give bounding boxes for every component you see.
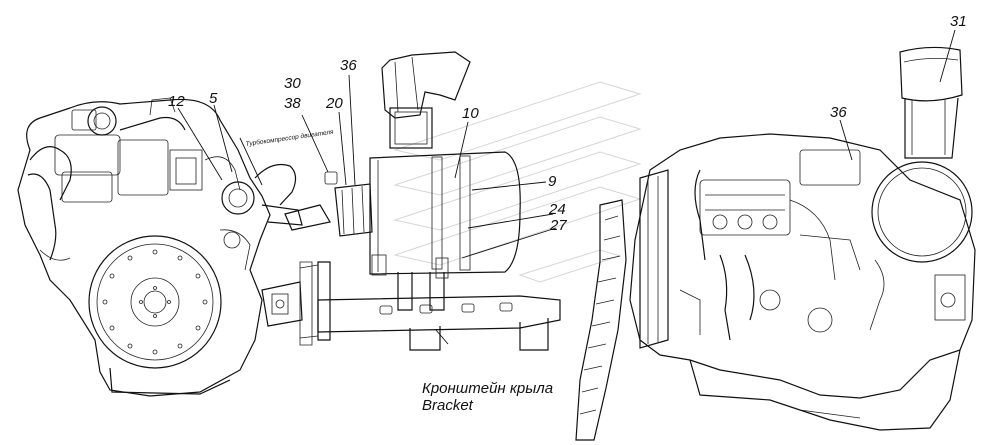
callout-12: 12: [168, 93, 185, 110]
callout-24: 24: [548, 201, 566, 218]
callout-38: 38: [284, 95, 301, 112]
right-engine-side-view: [629, 46, 976, 431]
callout-36-right: 36: [830, 104, 847, 121]
mud-flap: [575, 199, 627, 441]
air-filter-assembly: [334, 51, 521, 311]
callout-27: 27: [549, 217, 567, 234]
caption-line1: Кронштейн крыла: [422, 380, 553, 397]
left-engine-front-view: [17, 97, 338, 397]
callout-5: 5: [209, 90, 218, 107]
callout-10: 10: [462, 105, 479, 122]
callout-30: 30: [284, 75, 301, 92]
turbocharger-label: Турбокомпрессор двигателя: [245, 128, 334, 148]
callout-31: 31: [950, 13, 967, 30]
callout-9: 9: [548, 173, 557, 190]
callout-36-left: 36: [340, 57, 357, 74]
callout-20: 20: [325, 95, 343, 112]
caption-line2: Bracket: [422, 397, 474, 414]
fender-bracket-assembly: [261, 261, 561, 351]
leader-lines: [177, 29, 956, 345]
